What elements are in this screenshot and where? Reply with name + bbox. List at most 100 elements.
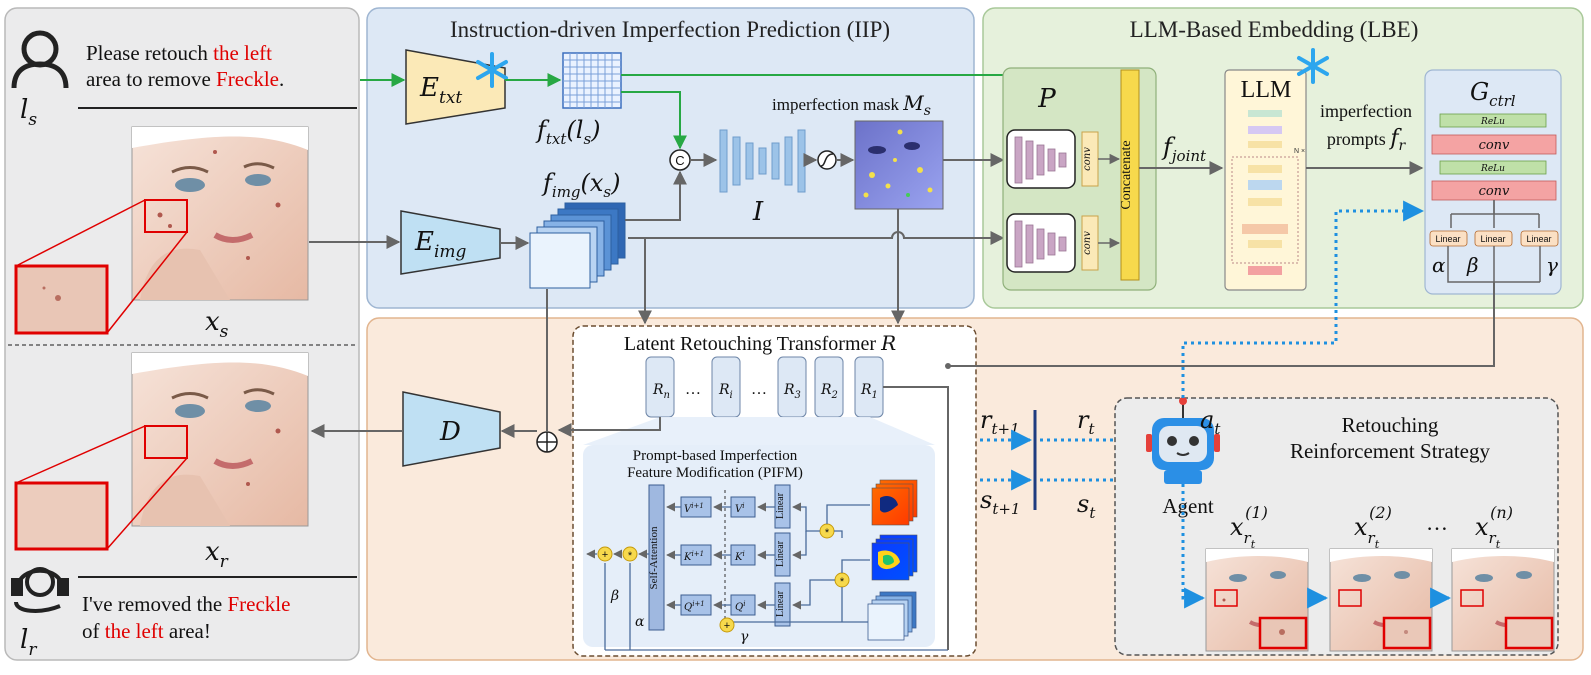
f-txt-label: ftxt(ls) [535, 116, 601, 148]
r-block-ellipsis-1: … [685, 381, 701, 398]
llm-repeat-label: N × [1294, 148, 1305, 155]
s-t-label: st [1077, 490, 1096, 522]
l-s-label: ls [20, 95, 37, 130]
arrow-ftxt-to-concat-op [621, 91, 687, 150]
iip-title: Instruction-driven Imperfection Predicti… [450, 17, 890, 42]
feature-stack-small [867, 591, 917, 641]
pifm-plus-gamma-label: + [724, 620, 730, 632]
image-feature-stack [529, 202, 626, 289]
alpha-label: α [1432, 253, 1446, 277]
p-branch-1-layers [1014, 136, 1067, 184]
retouched-face-image [131, 352, 309, 527]
r-block-ellipsis-2: … [751, 381, 767, 398]
pifm-title-2: Feature Modification (PIFM) [627, 465, 803, 481]
pifm-linear-v: Linear [775, 492, 786, 519]
pifm-plus-out [597, 546, 613, 562]
source-roi-link-2 [106, 231, 188, 334]
agent-label: Agent [1162, 494, 1213, 518]
conv-2-label: conv [1479, 184, 1510, 199]
sigmoid-icon [820, 153, 834, 167]
self-attention-block [648, 484, 665, 631]
relu-2-label: ReLu [1480, 164, 1505, 174]
x-r-label: xr [205, 537, 229, 572]
decoder-label: D [439, 417, 461, 447]
k-cur-label: Ki [734, 550, 745, 563]
k-next-label: Ki+1 [683, 550, 704, 563]
heatmap-stack-2 [871, 534, 918, 581]
retouched-roi-box [144, 425, 188, 459]
step-image-2 [1329, 548, 1433, 652]
r-t-label: rt [1077, 406, 1095, 438]
r-block-2-label: R2 [820, 382, 838, 401]
text-encoder-label: Etxt [419, 73, 462, 108]
p-conv-1-label: conv [1082, 147, 1093, 171]
source-roi-link-1 [15, 199, 146, 267]
x-s-label: xs [205, 307, 229, 342]
r-block-n-label: Rn [652, 382, 670, 401]
relu-2 [1439, 160, 1547, 175]
pifm-gamma-label: γ [740, 629, 749, 645]
p-branch-2-layers [1014, 220, 1067, 268]
pifm-beta-label: β [610, 588, 619, 604]
text-feature-grid [562, 52, 622, 109]
llm-layers [1231, 110, 1299, 275]
v-cur-label: Vi [735, 502, 744, 515]
system-reply-line2: of the left area! [82, 619, 211, 643]
user-instruction: Please retouch the left [86, 41, 272, 65]
conv-1-label: conv [1479, 138, 1510, 153]
arrow-agent-to-steps [1181, 484, 1206, 609]
concatenate-label: Concatenate [1119, 140, 1134, 209]
r-block-1-label: R1 [860, 382, 878, 401]
pifm-callout [583, 417, 935, 445]
llm-snowflake-icon [1297, 48, 1329, 84]
image-encoder [400, 210, 501, 275]
concat-operator-label: C [675, 153, 684, 168]
lrt-blocks [645, 356, 884, 418]
relu-1 [1439, 113, 1547, 128]
self-attention-label: Self-Attention [648, 526, 660, 589]
retouched-roi-link-2 [106, 457, 188, 550]
predictor-label: I [752, 197, 764, 227]
imperfection-mask-image [854, 120, 944, 210]
p-module-label: P [1037, 84, 1056, 114]
r-block-3-label: R3 [783, 382, 801, 401]
gctrl-branch-split [1450, 200, 1540, 228]
gctrl-linear-alpha-label: Linear [1435, 234, 1460, 244]
pifm-linear-k: Linear [775, 540, 786, 567]
conv-1 [1431, 134, 1557, 155]
pifm-mult-1-label: * [825, 527, 830, 539]
residual-add-icon [537, 432, 557, 452]
p-conv-2-label: conv [1082, 231, 1093, 255]
pifm-mult-2-label: * [840, 576, 845, 588]
gctrl-linear-gamma-label: Linear [1526, 234, 1551, 244]
gctrl-linear-beta-label: Linear [1480, 234, 1505, 244]
loop-r1-out [883, 386, 949, 650]
arrow-gctrl-to-lrt [948, 282, 1495, 367]
heatmap-stack-1 [871, 479, 918, 526]
sigmoid-operator [817, 150, 837, 170]
s-next-label: st+1 [980, 486, 1020, 518]
pifm-title: Prompt-based Imperfection [633, 448, 798, 464]
q-cur-label: Qi [735, 600, 745, 613]
mask-label: imperfection mask Ms [772, 91, 931, 119]
imperfection-prompts-label: imperfection [1320, 101, 1412, 121]
lrt-title: Latent Retouching Transformer R [624, 331, 896, 355]
l-r-label: lr [20, 625, 37, 660]
a-t-label: at [1200, 406, 1221, 438]
arrow-fimg-to-concat-op [625, 170, 687, 221]
arrow-agent-to-gctrl [1181, 200, 1425, 398]
relu-1-label: ReLu [1480, 117, 1505, 127]
q-next-label: Qi+1 [684, 600, 705, 613]
rl-title-2: Reinforcement Strategy [1290, 439, 1491, 463]
arrow-lrt-to-residual [557, 417, 661, 437]
user-instruction-line2: area to remove Freckle. [86, 67, 284, 91]
source-roi-box [144, 199, 188, 233]
headset-icon [11, 567, 69, 613]
decoder [402, 391, 501, 467]
user-icon [11, 30, 69, 89]
pifm-linear-blocks [774, 484, 791, 627]
source-face-image [131, 126, 309, 301]
pifm-alpha-label: α [635, 614, 645, 630]
step-label-n: xrt(n) [1475, 503, 1513, 551]
